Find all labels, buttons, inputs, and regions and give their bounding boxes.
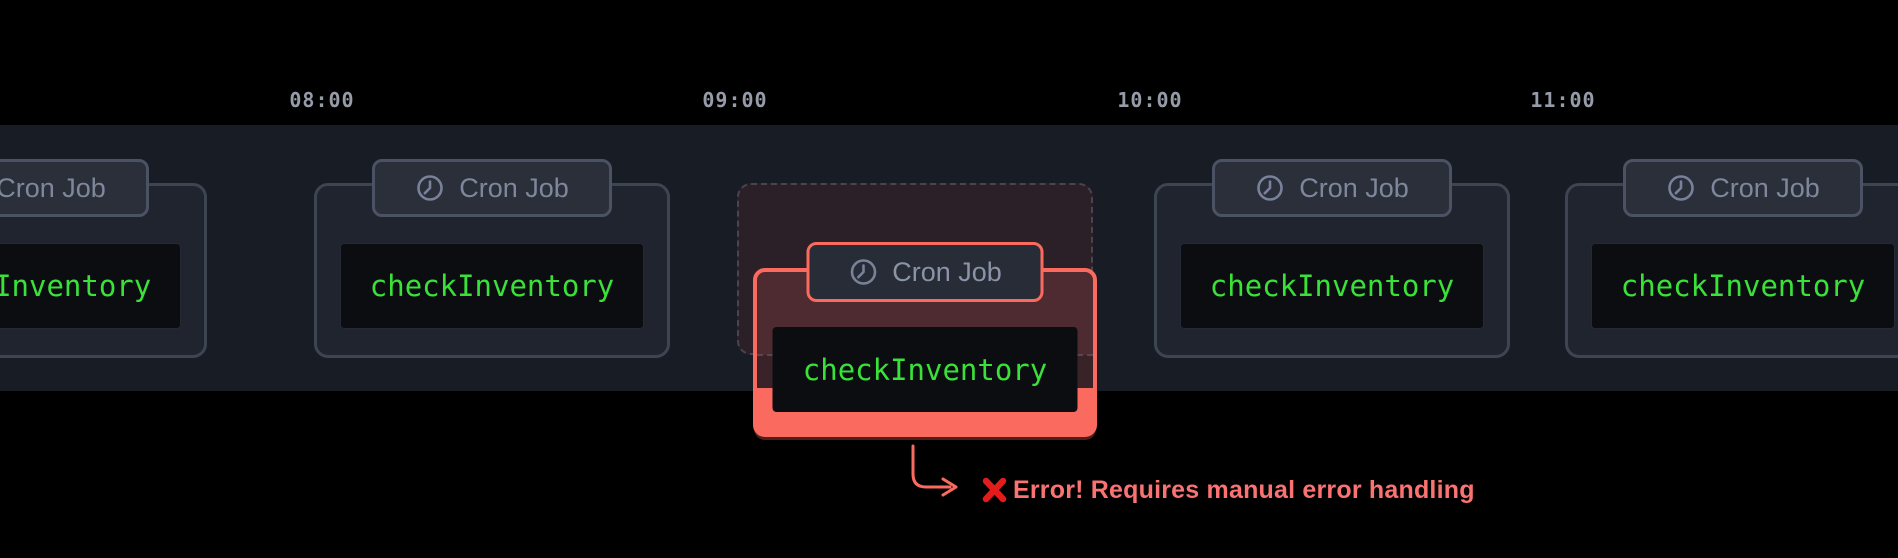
cron-job-card: Cron Job checkInventory <box>1154 159 1510 358</box>
cron-job-card: Cron Job checkInventory <box>314 159 670 358</box>
time-label-0800: 08:00 <box>289 88 355 112</box>
cron-job-badge: Cron Job <box>1212 159 1452 217</box>
cron-job-card: Cron Job checkInventory <box>1565 159 1898 358</box>
task-name: checkInventory <box>1209 269 1455 303</box>
task-box: checkInventory <box>772 327 1078 412</box>
cron-job-badge: Cron Job <box>1623 159 1863 217</box>
task-name: checkInventory <box>369 269 615 303</box>
time-label-0900: 09:00 <box>702 88 768 112</box>
cron-job-badge: Cron Job <box>372 159 612 217</box>
clock-icon <box>1257 175 1284 201</box>
badge-label: Cron Job <box>892 256 1002 287</box>
badge-label: Cron Job <box>1710 172 1820 203</box>
badge-label: Cron Job <box>459 172 569 203</box>
error-message: Error! Requires manual error handling <box>1013 476 1475 504</box>
task-box: checkInventory <box>1591 243 1895 329</box>
clock-icon <box>1668 175 1695 201</box>
time-label-1100: 11:00 <box>1530 88 1596 112</box>
badge-label: Cron Job <box>1299 172 1409 203</box>
time-label-1000: 10:00 <box>1117 88 1183 112</box>
task-name: checkInventory <box>0 269 152 303</box>
cron-job-card-error: Cron Job checkInventory <box>753 242 1097 437</box>
clock-icon <box>850 259 877 285</box>
task-name: checkInventory <box>802 352 1048 387</box>
task-box: checkInventory <box>1180 243 1484 329</box>
badge-label: Cron Job <box>0 172 106 203</box>
task-box: checkInventory <box>340 243 644 329</box>
cron-job-card: Cron Job checkInventory <box>0 159 207 358</box>
cron-job-badge-error: Cron Job <box>806 242 1044 302</box>
cron-job-badge: Cron Job <box>0 159 149 217</box>
task-box: checkInventory <box>0 243 181 329</box>
cross-mark-icon <box>982 477 1007 503</box>
clock-icon <box>417 175 444 201</box>
task-name: checkInventory <box>1620 269 1866 303</box>
